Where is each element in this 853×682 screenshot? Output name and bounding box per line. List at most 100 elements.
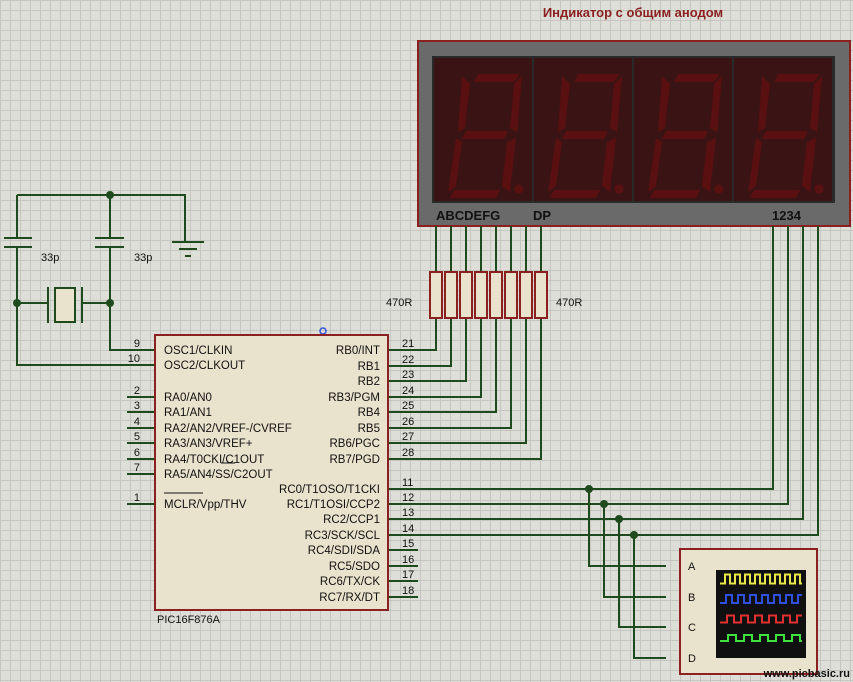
mcu-pin-number: 22 [402,354,414,366]
segment-dp [714,184,724,194]
resistor-3[interactable] [459,271,473,319]
wire-junction [13,299,21,307]
segment-b [510,76,522,132]
segment-f [458,76,470,132]
mcu-pin-number: 5 [134,431,140,443]
mcu-pin-number: 14 [402,523,414,535]
wire-junction [106,299,114,307]
mcu-pin-name: MCLR/Vpp/THV [164,499,247,511]
mcu-pin-name: RA4/T0CKI/C1OUT [164,454,264,466]
microcontroller[interactable]: 9OSC1/CLKIN10OSC2/CLKOUT2RA0/AN03RA1/AN1… [128,334,415,611]
segment-c [602,138,616,192]
mcu-pin-number: 4 [134,416,140,428]
mcu-pin-name: RB5 [358,423,380,435]
segment-e [748,138,762,192]
capacitor-c2-value: 33p [134,252,152,264]
mcu-pin-number: 2 [134,385,140,397]
segment-e [548,138,562,192]
resistor-2[interactable] [444,271,458,319]
mcu-pin-name: RC4/SDI/SDA [308,545,381,557]
mcu-pin-name: RC7/RX/DT [319,592,380,604]
mcu-pin-number: 15 [402,538,414,550]
mcu-pin-number: 28 [402,447,414,459]
dp-pin-label: DP [533,208,551,223]
wire-junction [585,485,593,493]
scope-channel-label: B [688,592,695,604]
oscilloscope[interactable]: ABCD [679,548,818,675]
capacitor-c1[interactable] [4,237,32,248]
segment-a [474,74,520,82]
wire-junction [600,500,608,508]
mcu-pin-name: RC6/TX/CK [320,576,380,588]
segment-g [762,131,808,139]
segment-pins-label: ABCDEFG [436,208,500,223]
resistor-5[interactable] [489,271,503,319]
mcu-pin-name: OSC1/CLKIN [164,345,232,357]
mcu-pin-name: RB4 [358,407,381,419]
scope-trace-c [720,614,802,624]
display-digit-3 [634,58,732,201]
mcu-pin-number: 6 [134,447,140,459]
segment-d [650,190,700,198]
capacitor-c2[interactable] [95,237,124,248]
scope-trace-b [720,594,802,604]
segment-b [810,76,822,132]
resistor-bank[interactable] [429,271,548,319]
segment-c [502,138,516,192]
scope-channel-label: D [688,653,696,665]
mcu-pin-number: 3 [134,400,140,412]
digit-pins-label: 1234 [772,208,802,223]
crystal[interactable] [47,287,83,323]
segment-dp [614,184,624,194]
resistor-7[interactable] [519,271,533,319]
resistor-value-left: 470R [386,297,412,309]
mcu-pin-name: RC2/CCP1 [323,514,380,526]
mcu-pin-number: 21 [402,338,414,350]
mcu-pin-name: RA0/AN0 [164,392,212,404]
segment-c [802,138,816,192]
segment-d [750,190,800,198]
mcu-pin-name: RC1/T1OSI/CCP2 [287,499,380,511]
resistor-value-right: 470R [556,297,582,309]
mcu-pin-name: RA3/AN3/VREF+ [164,438,253,450]
mcu-pin-name: RB3/PGM [328,392,380,404]
segment-d [450,190,500,198]
resistor-8[interactable] [534,271,548,319]
segment-a [774,74,820,82]
mcu-pin-name: RA1/AN1 [164,407,212,419]
seven-segment-display[interactable]: ABCDEFG DP 1234 [417,40,851,227]
display-digit-4 [734,58,832,201]
schematic-title: Индикатор с общим анодом [543,5,723,20]
mcu-pin-number: 25 [402,400,414,412]
segment-d [550,190,600,198]
mcu-pin-name: OSC2/CLKOUT [164,360,245,372]
mcu-pin-name: RB2 [358,376,380,388]
scope-trace-d [720,634,802,642]
mcu-pin-number: 9 [134,338,140,350]
mcu-pin-number: 27 [402,431,414,443]
resistor-4[interactable] [474,271,488,319]
mcu-pin-name: RC3/SCK/SCL [305,530,381,542]
wire-layer [16,194,819,659]
segment-g [562,131,608,139]
segment-a [574,74,620,82]
mcu-pin-number: 12 [402,492,414,504]
wire-junction [106,191,114,199]
segment-f [658,76,670,132]
mcu-pin-name: RA2/AN2/VREF-/CVREF [164,423,292,435]
mcu-pin-name: RB0/INT [336,345,380,357]
mcu-pin-number: 16 [402,554,414,566]
watermark: www.picbasic.ru [763,668,850,680]
mcu-pin-number: 24 [402,385,414,397]
wire-junction [630,531,638,539]
display-digit-1 [434,58,532,201]
segment-e [648,138,662,192]
scope-trace-a [720,573,802,585]
resistor-1[interactable] [429,271,443,319]
resistor-6[interactable] [504,271,518,319]
wire-junction [615,515,623,523]
mcu-pin-number: 18 [402,585,414,597]
segment-e [448,138,462,192]
segment-g [662,131,708,139]
